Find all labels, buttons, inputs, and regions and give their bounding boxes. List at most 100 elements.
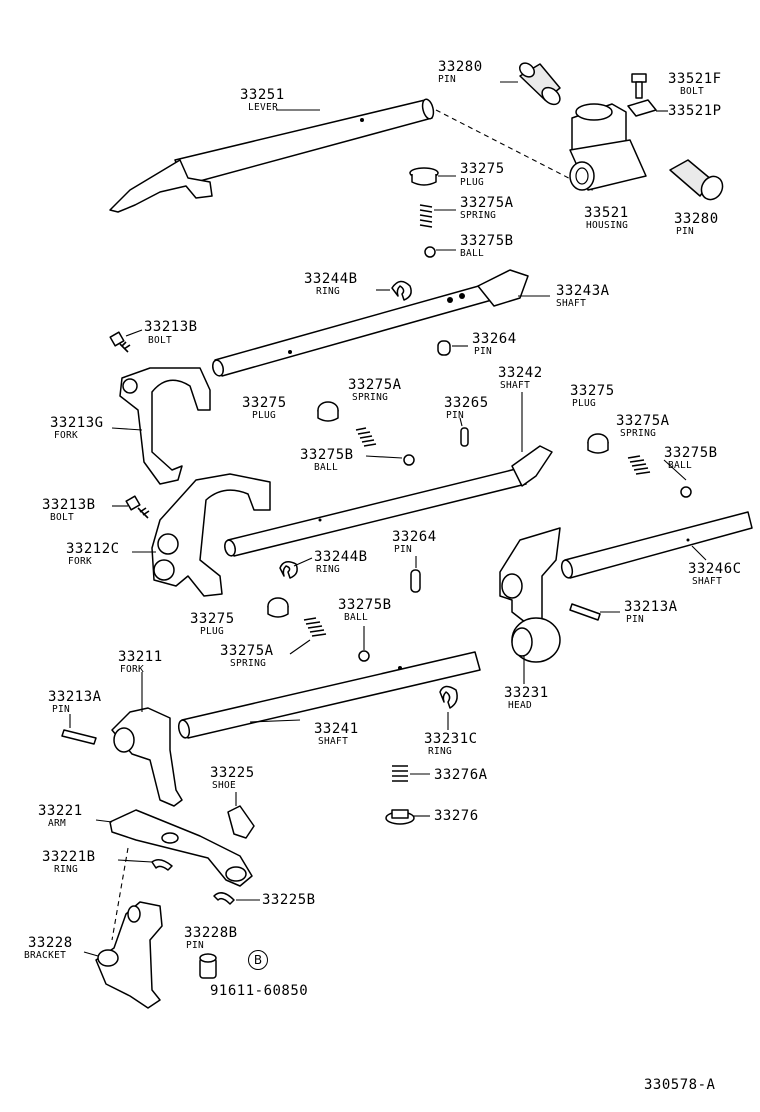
- part-number-label: 33275B: [300, 447, 354, 463]
- part-name-label: PIN: [626, 614, 645, 625]
- ball-33275b-lower-part: [358, 650, 370, 662]
- pin-33228b-part: [199, 953, 217, 979]
- part-name-label: PIN: [52, 704, 71, 715]
- fork-33213g-part: [119, 367, 211, 485]
- part-name-label: ARM: [48, 818, 67, 829]
- part-number-label: 33521P: [668, 103, 722, 119]
- part-number-label: 33264: [392, 529, 437, 545]
- pin-33213a-right-part: [569, 603, 601, 621]
- part-name-label: FORK: [54, 430, 79, 441]
- part-name-label: SPRING: [460, 210, 497, 221]
- part-name-label: PLUG: [572, 398, 597, 409]
- part-name-label: PIN: [438, 74, 457, 85]
- spring-33275a-top-part: [419, 204, 433, 228]
- ball-33275b-top-part: [424, 246, 436, 258]
- part-number-label: 33275: [190, 611, 235, 627]
- part-number-label: 33242: [498, 365, 543, 381]
- fork-33212c-part: [151, 473, 271, 597]
- part-name-label: SHAFT: [556, 298, 587, 309]
- part-name-label: BOLT: [50, 512, 75, 523]
- part-number-label: 33280: [438, 59, 483, 75]
- spring-33275a-left-part: [355, 427, 377, 447]
- part-name-label: PIN: [474, 346, 493, 357]
- part-number-label: 33228: [28, 935, 73, 951]
- part-number-label: 33275A: [220, 643, 274, 659]
- part-name-label: PIN: [394, 544, 413, 555]
- plug-33275-lower-part: [267, 597, 289, 618]
- part-number-label: 33275B: [460, 233, 514, 249]
- part-name-label: BALL: [460, 248, 485, 259]
- part-number-label: 33241: [314, 721, 359, 737]
- part-number-label: 33231: [504, 685, 549, 701]
- part-name-label: PLUG: [460, 177, 485, 188]
- part-name-label: SHAFT: [318, 736, 349, 747]
- part-name-label: BOLT: [148, 335, 173, 346]
- part-name-label: PIN: [676, 226, 695, 237]
- part-number-label: 33231C: [424, 731, 478, 747]
- plug-33276-part: [385, 809, 415, 825]
- part-number-label: 33276A: [434, 767, 488, 783]
- pin-33264-mid-part: [410, 569, 421, 593]
- spring-33275a-lower-part: [303, 617, 327, 637]
- part-number-label: 33212C: [66, 541, 120, 557]
- part-number-label: 33243A: [556, 283, 610, 299]
- part-number-label: 33275: [570, 383, 615, 399]
- part-number-label: 33275B: [338, 597, 392, 613]
- shaft-33246c-part: [560, 511, 753, 579]
- part-number-label: 33213B: [144, 319, 198, 335]
- part-name-label: SHOE: [212, 780, 237, 791]
- part-number-label: 33265: [444, 395, 489, 411]
- part-name-label: SPRING: [230, 658, 267, 669]
- plug-33275-top-part: [409, 167, 439, 186]
- plug-33275-left-part: [317, 401, 339, 422]
- shaft-33241-part: [177, 651, 481, 739]
- part-name-label: SPRING: [352, 392, 389, 403]
- leader-lines: [69, 81, 707, 957]
- part-number-label: 33211: [118, 649, 163, 665]
- part-name-label: PLUG: [252, 410, 277, 421]
- part-name-label: BALL: [314, 462, 339, 473]
- ring-33244b-top-part: [391, 280, 412, 301]
- part-number-label: 33221B: [42, 849, 96, 865]
- part-name-label: LEVER: [248, 102, 279, 113]
- part-number-label: 33521F: [668, 71, 722, 87]
- pin-33213a-left-part: [61, 729, 97, 745]
- circled-b-marker: B: [248, 950, 268, 970]
- part-number-label: 33225: [210, 765, 255, 781]
- part-name-label: RING: [428, 746, 453, 757]
- part-name-label: BOLT: [680, 86, 705, 97]
- shoe-33225-part: [227, 805, 255, 839]
- part-number-label: 33213A: [624, 599, 678, 615]
- part-number-label: 33246C: [688, 561, 742, 577]
- bolt-33213b-top-part: [109, 331, 131, 353]
- ring-33221b-part: [151, 859, 173, 871]
- part-name-label: SHAFT: [692, 576, 723, 587]
- bracket-33228-part: [95, 901, 163, 1009]
- part-number-label: 33228B: [184, 925, 238, 941]
- spring-33276a-part: [392, 765, 408, 782]
- shaft-33242-part: [224, 445, 553, 557]
- part-number-label: 91611-60850: [210, 983, 309, 999]
- part-number-label: 33244B: [314, 549, 368, 565]
- part-number-label: 33275A: [616, 413, 670, 429]
- part-number-label: 33280: [674, 211, 719, 227]
- ring-33244b-mid-part: [279, 561, 298, 579]
- ball-33275b-right-part: [680, 486, 692, 498]
- part-name-label: FORK: [68, 556, 93, 567]
- pin-33265-part: [460, 427, 469, 447]
- head-33231-part: [499, 527, 561, 663]
- part-name-label: RING: [316, 564, 341, 575]
- part-name-label: SHAFT: [500, 380, 531, 391]
- ball-33275b-left-part: [403, 454, 415, 466]
- housing-33521-part: [569, 103, 647, 191]
- part-name-label: PIN: [186, 940, 205, 951]
- part-name-label: HOUSING: [586, 220, 629, 231]
- spring-33275a-right-part: [627, 455, 651, 475]
- pin-33280-right-part: [669, 159, 724, 201]
- part-name-label: RING: [54, 864, 79, 875]
- part-number-label: 33275B: [664, 445, 718, 461]
- pin-33264-top-part: [437, 340, 451, 356]
- diagram-code: 330578-A: [644, 1077, 716, 1093]
- clip-33225b-part: [213, 892, 235, 905]
